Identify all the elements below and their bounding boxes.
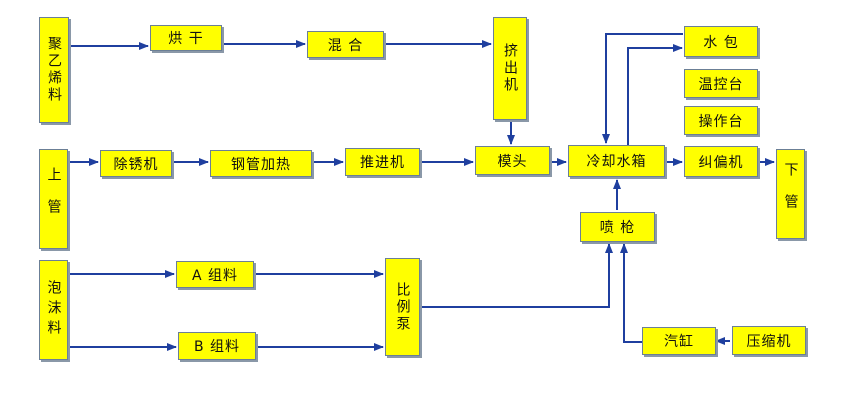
node-operation-console-label: 操作台 <box>698 113 744 130</box>
node-mix: 混 合 <box>307 31 384 58</box>
node-comp-b: B 组料 <box>178 332 256 360</box>
node-steel-heat: 钢管加热 <box>210 150 312 177</box>
node-derust-label: 除锈机 <box>113 156 159 173</box>
node-die-label: 模头 <box>497 153 528 170</box>
node-extruder-label: 挤出机 <box>502 43 518 94</box>
arrow-pump-to-spray <box>420 243 613 308</box>
arrow-cooling-to-water-bag <box>627 44 683 147</box>
node-compressor-label: 压缩机 <box>746 333 792 350</box>
node-spray-gun-label: 喷 枪 <box>599 220 636 236</box>
node-deviation-label: 纠偏机 <box>698 154 744 171</box>
node-compressor: 压缩机 <box>732 326 806 355</box>
node-polyethylene: 聚乙烯料 <box>39 17 69 123</box>
node-foam: 泡沫料 <box>39 260 68 360</box>
arrow-cylinder-to-spray <box>620 243 642 343</box>
node-spray-gun: 喷 枪 <box>580 212 655 242</box>
node-pusher-label: 推进机 <box>360 155 405 171</box>
node-ratio-pump-label: 比例泵 <box>394 281 411 333</box>
node-extruder: 挤出机 <box>493 17 527 120</box>
node-deviation: 纠偏机 <box>684 146 758 177</box>
node-upper-pipe: 上管 <box>39 149 68 249</box>
node-dry: 烘 干 <box>150 25 222 51</box>
node-cooling-label: 冷却水箱 <box>586 154 647 170</box>
node-operation-console: 操作台 <box>684 106 758 135</box>
node-derust: 除锈机 <box>100 150 172 177</box>
node-temp-console-label: 温控台 <box>698 76 744 93</box>
node-upper-pipe-label: 上管 <box>45 167 62 231</box>
node-polyethylene-label: 聚乙烯料 <box>46 36 62 104</box>
node-comp-a-label: A 组料 <box>191 267 239 284</box>
node-water-bag-label: 水 包 <box>703 34 739 51</box>
node-steel-heat-label: 钢管加热 <box>231 156 291 173</box>
node-cylinder-label: 汽缸 <box>664 334 694 350</box>
node-dry-label: 烘 干 <box>168 31 204 47</box>
node-pusher: 推进机 <box>345 148 420 176</box>
node-temp-console: 温控台 <box>684 69 758 98</box>
node-comp-a: A 组料 <box>176 261 254 288</box>
node-comp-b-label: B 组料 <box>193 339 241 355</box>
node-cooling: 冷却水箱 <box>568 145 665 177</box>
node-lower-pipe: 下管 <box>776 149 805 239</box>
arrow-water-bag-to-cooling-a <box>602 33 683 144</box>
node-water-bag: 水 包 <box>684 26 758 57</box>
node-die: 模头 <box>475 146 550 175</box>
node-foam-label: 泡沫料 <box>45 280 62 340</box>
node-ratio-pump: 比例泵 <box>385 258 420 356</box>
node-lower-pipe-label: 下管 <box>782 162 799 226</box>
node-mix-label: 混 合 <box>327 37 364 54</box>
node-cylinder: 汽缸 <box>642 327 716 355</box>
